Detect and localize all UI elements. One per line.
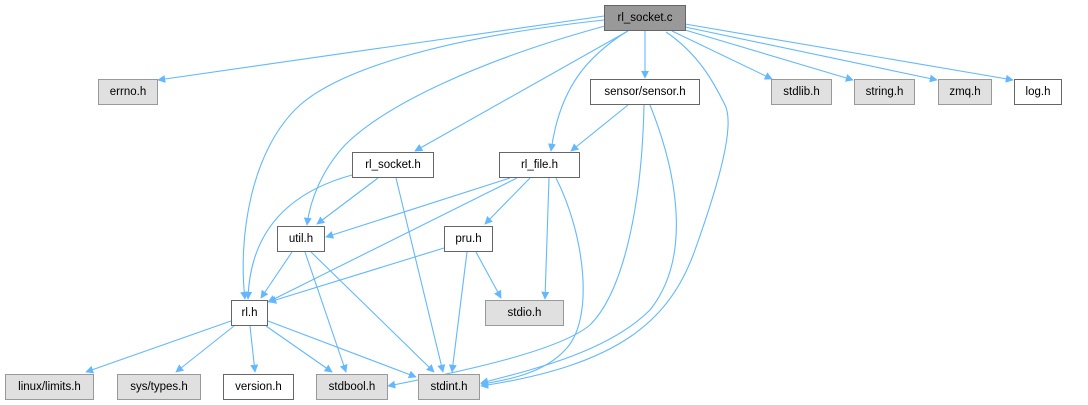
node-errno-h: errno.h [98,79,158,105]
node-log-h[interactable]: log.h [1014,79,1062,105]
node-stdint-h: stdint.h [418,374,480,400]
node-stdio-h: stdio.h [485,300,564,326]
edge-rl_socket_c-errno_h [157,15,605,83]
edge-rl_socket_h-stdint_h [395,177,446,373]
edge-rl_socket_c-stdlib_h [671,30,773,80]
node-sensor-h[interactable]: sensor/sensor.h [590,79,700,105]
edge-rl_h-version_h [249,325,259,373]
node-linux-limits-h: linux/limits.h [5,374,94,400]
node-stdbool-h: stdbool.h [316,374,388,400]
node-rl-file-h[interactable]: rl_file.h [499,152,580,178]
node-pru-h[interactable]: pru.h [444,226,493,252]
edge-sensor_h-rl_file_h [570,104,629,152]
edge-rl_socket_c-stdint_h [480,31,729,389]
node-rl-socket-h[interactable]: rl_socket.h [352,152,434,178]
edge-rl_file_h-pru_h [484,177,531,225]
edge-sensor_h-stdbool_h [387,104,645,389]
edge-rl_file_h-stdio_h [541,177,550,300]
edge-rl_socket_c-log_h [684,23,1014,83]
edge-rl_socket_c-rl_socket_h [414,30,629,152]
node-version-h[interactable]: version.h [223,374,294,400]
edge-rl_file_h-rl_h [267,177,518,303]
edge-rl_h-stdbool_h [265,325,333,373]
node-util-h[interactable]: util.h [277,226,325,252]
edge-util_h-stdint_h [310,251,435,373]
node-zmq-h: zmq.h [938,79,992,105]
edge-rl_socket_c-util_h [303,25,606,226]
node-rl-socket-c[interactable]: rl_socket.c [604,5,686,31]
edge-rl_h-sys_types_h [175,325,235,373]
edge-rl_file_h-util_h [325,177,511,239]
edge-rl_socket_c-rl_file_h [548,31,627,152]
node-stdlib-h: stdlib.h [771,79,832,105]
edge-rl_socket_c-rl_h [240,19,605,300]
edge-util_h-stdbool_h [304,251,348,373]
edge-pru_h-stdint_h [448,251,468,373]
edge-rl_socket_c-string_h [684,29,854,82]
edge-rl_socket_h-rl_h [244,174,353,300]
edge-rl_socket_h-util_h [316,177,379,225]
edge-rl_h-stdint_h [267,320,417,379]
edge-rl_file_h-stdint_h [480,177,584,387]
edge-pru_h-rl_h [268,247,445,304]
edge-rl_h-linux_limits_h [85,320,232,374]
edge-pru_h-stdio_h [475,251,502,299]
edge-rl_socket_c-zmq_h [684,26,938,83]
node-sys-types-h: sys/types.h [117,374,201,400]
node-string-h: string.h [854,79,915,105]
edge-util_h-rl_h [260,251,293,299]
node-rl-h[interactable]: rl.h [231,300,268,326]
